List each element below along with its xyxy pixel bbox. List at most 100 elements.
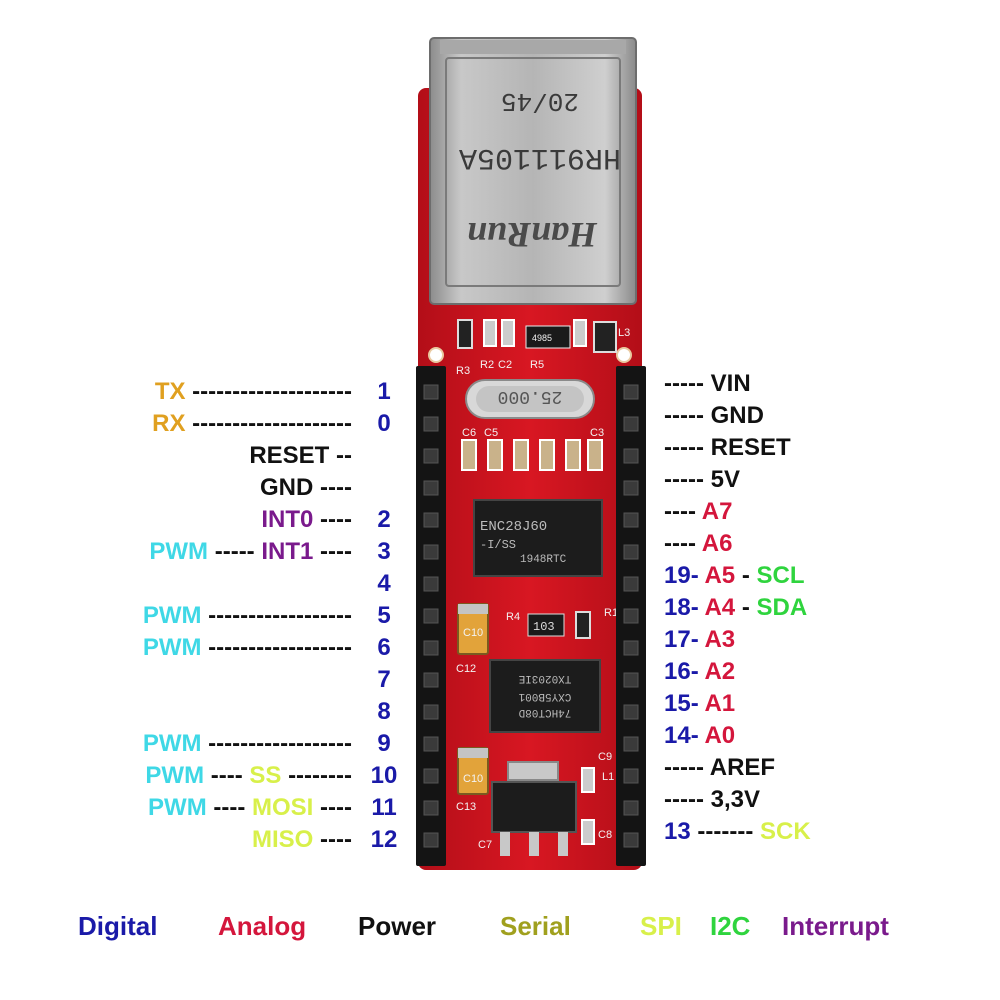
header-pin-hole <box>623 480 639 496</box>
pin-number: 15- <box>664 690 705 717</box>
pin-function: A3 <box>704 626 736 653</box>
chip1-date: 1948RTC <box>520 554 567 566</box>
header-pin-hole <box>623 448 639 464</box>
bus-function: SCK <box>760 818 811 845</box>
leader-dashes: ----- <box>664 434 711 461</box>
pin-number: 14- <box>664 722 705 749</box>
header-pin-hole <box>423 576 439 592</box>
pin-number: 17- <box>664 626 705 653</box>
silk-c10-lower: C10 <box>463 773 483 785</box>
legend-item-i2c: I2C <box>710 911 751 941</box>
left-pin-number: 2 <box>377 506 391 533</box>
leader-dashes: ---- <box>320 474 352 501</box>
chip2-label: 74HCT08D <box>518 706 571 718</box>
capacitor-c10: C10 C12 <box>456 603 489 675</box>
left-pin-label: PWM ---- SS -------- <box>145 761 352 791</box>
pwm-label: PWM <box>145 762 205 789</box>
legend-item-serial: Serial <box>500 911 571 941</box>
leader-dashes: -------------------- <box>192 410 352 437</box>
pin-function: INT0 <box>261 506 314 533</box>
chip2-code: TX0203IE <box>518 672 571 684</box>
header-pin-hole <box>623 640 639 656</box>
left-pin-label: PWM ------------------ <box>143 633 352 663</box>
header-pin-hole <box>623 576 639 592</box>
leader-dashes: ------------------ <box>208 730 352 757</box>
pin-function: INT1 <box>261 538 314 565</box>
left-pin-number: 12 <box>370 826 398 853</box>
header-pin-hole <box>423 672 439 688</box>
left-pin-number: 7 <box>377 666 391 693</box>
left-pin-label: GND ---- <box>260 473 352 503</box>
header-pin-hole <box>623 608 639 624</box>
right-pin-label: ----- AREF <box>664 753 775 783</box>
silk-r2: R2 <box>480 359 494 371</box>
right-pin-label: 17- A3 <box>664 625 735 655</box>
header-pin-hole <box>423 544 439 560</box>
silk-c3: C3 <box>590 427 604 439</box>
leader-dashes: ----- <box>664 786 711 813</box>
pin-function: RESET <box>710 434 791 461</box>
right-pin-label: ----- 3,3V <box>664 785 760 815</box>
silk-l3: L3 <box>618 327 630 339</box>
leader-dashes: ---- <box>204 762 250 789</box>
pin-function: A1 <box>704 690 736 717</box>
capacitor-c13: C10 C13 <box>456 747 489 813</box>
spacer <box>329 442 336 469</box>
pin-function: A2 <box>704 658 736 685</box>
leader-dashes: ---- <box>320 538 352 565</box>
leader-dashes: ------------------ <box>208 602 352 629</box>
right-pin-label: ----- VIN <box>664 369 751 399</box>
bus-function: SCL <box>756 562 805 589</box>
header-pin-hole <box>623 736 639 752</box>
silk-r3: R3 <box>456 365 470 377</box>
header-pin-hole <box>423 480 439 496</box>
left-pin-number: 6 <box>377 634 391 661</box>
right-pin-label: 19- A5 - SCL <box>664 561 804 591</box>
pin-headers <box>416 366 646 866</box>
header-pin-hole <box>423 640 439 656</box>
pin-function: A7 <box>701 498 733 525</box>
pin-number: 16- <box>664 658 705 685</box>
silk-4985: 4985 <box>532 333 552 343</box>
jack-brand: HanRun <box>467 215 598 255</box>
right-pin-label: 15- A1 <box>664 689 735 719</box>
silk-c12: C12 <box>456 663 476 675</box>
header-pin-hole <box>623 704 639 720</box>
pwm-label: PWM <box>142 730 202 757</box>
leader-dashes: ------- <box>697 818 760 845</box>
leader-dashes: ---- <box>206 794 253 821</box>
right-pin-label: 13 ------- SCK <box>664 817 811 847</box>
pin-function: RESET <box>249 442 330 469</box>
resistor-network: 103 R4 R1 <box>506 607 618 639</box>
bus-function: SDA <box>756 594 808 621</box>
header-pin-hole <box>623 384 639 400</box>
leader-dashes: ----- <box>208 538 262 565</box>
right-pin-label: 18- A4 - SDA <box>664 593 807 623</box>
jack-part-number: HR911105A <box>459 140 621 174</box>
left-pin-number: 4 <box>377 570 391 597</box>
leader-dashes: ---- <box>320 826 352 853</box>
left-pin-number: 8 <box>377 698 391 725</box>
pin-function: MOSI <box>252 794 314 821</box>
header-pin-hole <box>423 384 439 400</box>
left-pin-number: 10 <box>370 762 398 789</box>
silk-r1: R1 <box>604 607 618 619</box>
pin-function: A6 <box>701 530 733 557</box>
header-pin-hole <box>623 800 639 816</box>
pin-function: GND <box>710 402 764 429</box>
silk-r4: R4 <box>506 611 520 623</box>
silk-r5: R5 <box>530 359 544 371</box>
left-pin-number: 5 <box>377 602 391 629</box>
silk-c2: C2 <box>498 359 512 371</box>
right-pin-label: ---- A6 <box>664 529 732 559</box>
pin-function: GND <box>260 474 314 501</box>
pwm-label: PWM <box>149 538 209 565</box>
header-pin-hole <box>423 512 439 528</box>
header-pin-hole <box>423 448 439 464</box>
chip1-sub: -I/SS <box>480 538 516 552</box>
header-pin-hole <box>423 608 439 624</box>
left-pin-number: 3 <box>377 538 391 565</box>
left-pin-label: RESET -- <box>249 441 352 471</box>
pin-function: VIN <box>710 370 751 397</box>
left-pin-label: TX -------------------- <box>155 377 352 407</box>
